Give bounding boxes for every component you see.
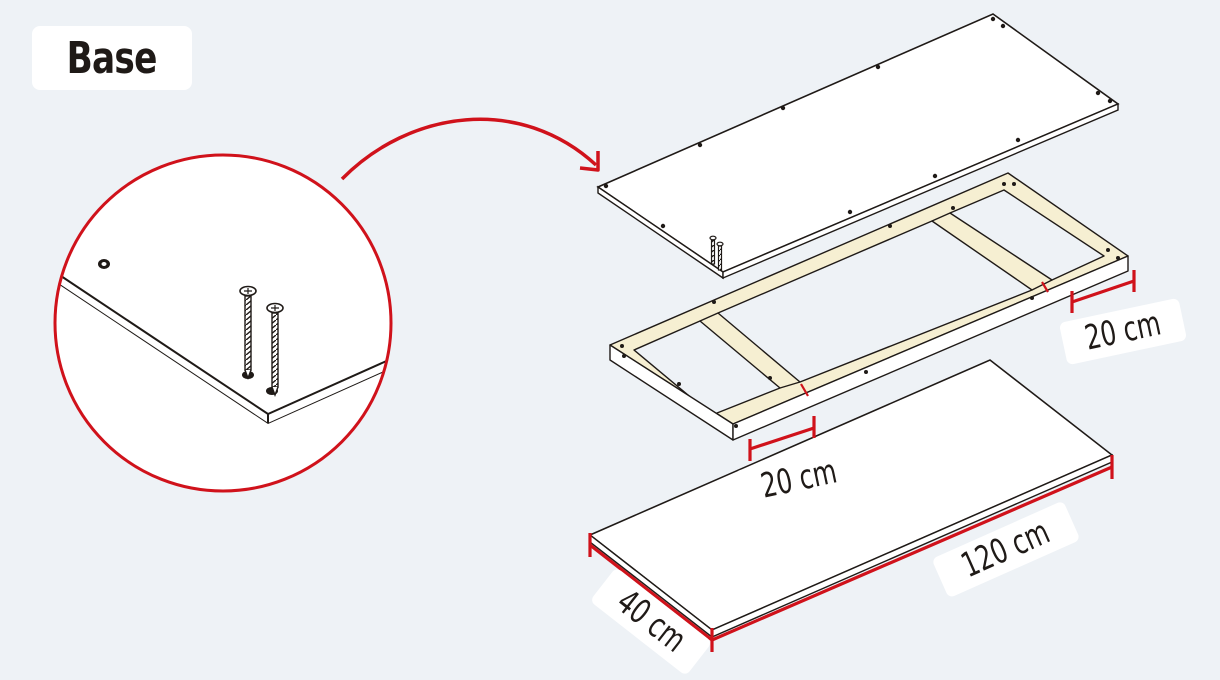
page-title: Base xyxy=(67,32,158,84)
screw-icon xyxy=(266,302,284,397)
curved-arrow-icon xyxy=(340,117,600,181)
bottom-board xyxy=(588,359,1114,639)
dimension-lines xyxy=(588,270,1136,652)
title-badge: Base xyxy=(32,26,192,90)
top-board xyxy=(596,13,1120,280)
detail-circle-icon xyxy=(53,153,393,493)
screw-icon xyxy=(239,285,257,380)
wood-frame xyxy=(609,172,1129,441)
